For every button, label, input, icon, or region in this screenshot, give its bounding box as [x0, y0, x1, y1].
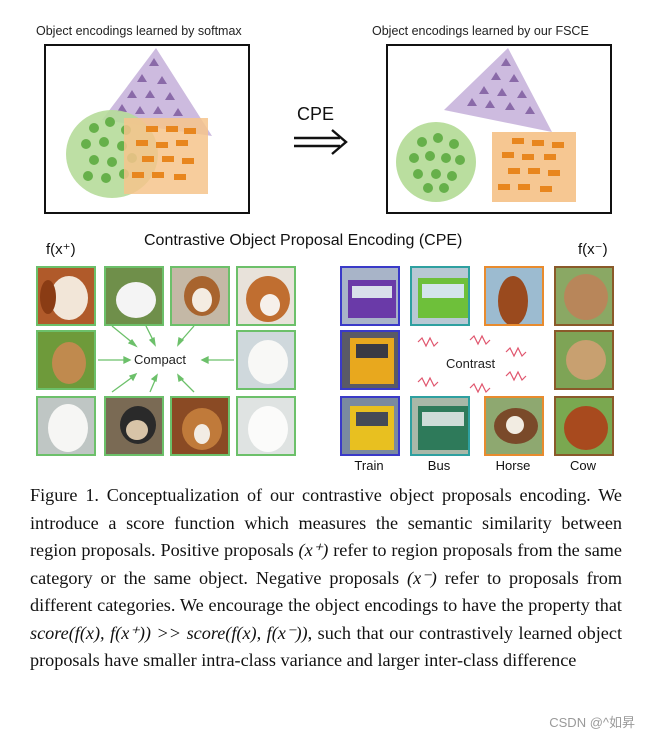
caption-math-negative: (x⁻) — [407, 567, 437, 588]
positive-image-dog — [170, 396, 230, 456]
negative-image-bus — [410, 396, 470, 456]
purple-triangle — [444, 48, 552, 132]
softmax-encoding-box — [44, 44, 250, 214]
positive-image-dog — [104, 396, 164, 456]
category-label-train: Train — [354, 458, 384, 473]
figure-caption: Figure 1. Conceptualization of our contr… — [30, 482, 622, 675]
positive-proposals-label: f(x⁺) — [46, 241, 76, 258]
positive-image-dog — [236, 396, 296, 456]
contrast-label: Contrast — [446, 356, 496, 371]
positive-image-dog — [36, 330, 96, 390]
caption-math-positive: (x⁺) — [298, 540, 329, 560]
caption-text: refer to proposals from different catego… — [30, 567, 622, 616]
positive-image-dog — [36, 396, 96, 456]
caption-text: refer to region proposals from the same … — [30, 540, 622, 588]
negative-image-train — [340, 396, 400, 456]
negative-image-horse — [484, 396, 544, 456]
negative-image-train — [340, 330, 400, 390]
purple-triangle-markers — [117, 58, 183, 116]
negative-image-cow — [554, 266, 614, 326]
orange-square-markers — [498, 138, 564, 192]
compact-label: Compact — [134, 352, 187, 367]
caption-text: Figure 1. Conceptualization of our contr… — [30, 485, 622, 560]
cpe-arrow-label: CPE — [297, 104, 335, 124]
negative-image-cow — [554, 330, 614, 390]
fsce-encoding-box — [386, 44, 612, 214]
negative-image-cow — [554, 396, 614, 456]
category-label-cow: Cow — [569, 458, 596, 473]
watermark: CSDN @^如昇 — [549, 715, 635, 730]
negative-proposals-label: f(x⁻) — [578, 241, 608, 258]
positive-image-dog — [104, 266, 164, 326]
positive-image-dog — [170, 266, 230, 326]
caption-math-score: score(f(x), f(x⁺)) >> score(f(x), f(x⁻)) — [30, 622, 308, 643]
negative-image-train — [340, 266, 400, 326]
purple-triangle-markers — [467, 58, 535, 114]
positive-image-dog — [236, 266, 296, 326]
negative-image-horse — [484, 266, 544, 326]
negative-image-bus — [410, 266, 470, 326]
softmax-encoding-diagram — [66, 48, 212, 198]
caption-text: , such that our contrastively learned ob… — [30, 622, 622, 671]
fsce-encoding-diagram — [396, 48, 576, 202]
positive-image-dog — [236, 330, 296, 390]
right-panel-title: Object encodings learned by our FSCE — [372, 24, 589, 38]
left-panel-title: Object encodings learned by softmax — [36, 24, 242, 38]
category-label-bus: Bus — [427, 458, 451, 473]
orange-square-markers — [132, 126, 196, 180]
green-circle-markers — [409, 133, 465, 193]
positive-image-dog — [36, 266, 96, 326]
category-label-horse: Horse — [495, 458, 531, 473]
cpe-section-title: Contrastive Object Proposal Encoding (CP… — [144, 232, 463, 249]
